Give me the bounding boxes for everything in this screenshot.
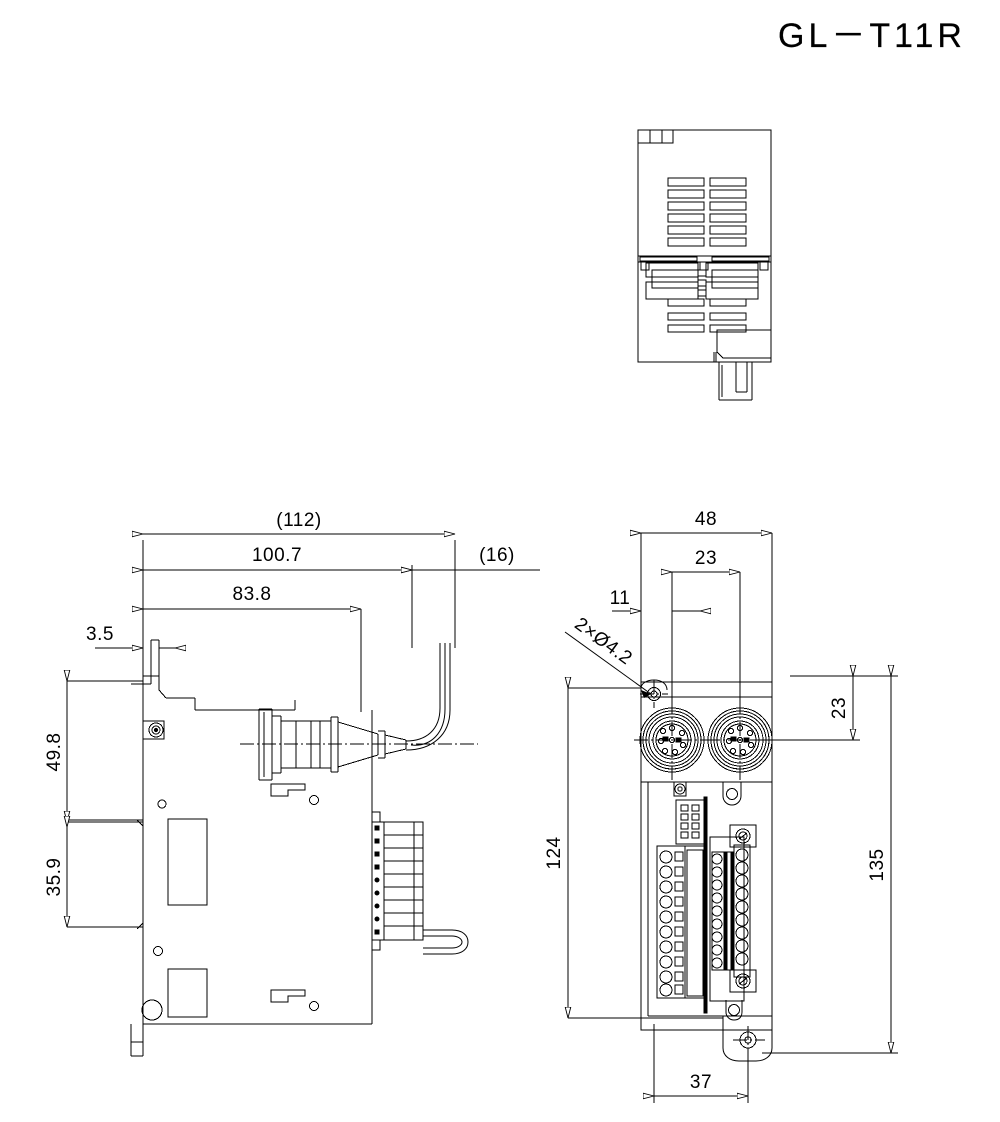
dim-side-3-5: 3.5 <box>86 624 114 645</box>
dim-side-35-9: 35.9 <box>44 858 65 897</box>
top-view-group <box>637 129 772 401</box>
dim-side-overall-112: (112) <box>276 510 321 531</box>
dim-front-23-top: 23 <box>695 548 717 569</box>
side-view-dimensions: (112) 100.7 (16) 83.8 3.5 49.8 35.9 <box>44 510 540 927</box>
side-view-group <box>66 639 478 1057</box>
front-view-group <box>634 679 778 1062</box>
dim-front-48: 48 <box>695 509 717 530</box>
dim-front-37: 37 <box>690 1072 712 1093</box>
dim-front-hole-callout: 2×Ø4.2 <box>570 614 636 670</box>
dim-side-100-7: 100.7 <box>252 545 302 566</box>
left-terminal-strip-rows <box>659 850 684 997</box>
front-view-dimensions: 48 23 11 2×Ø4.2 23 124 <box>544 509 898 1103</box>
page-title: GL－T11R <box>778 17 966 55</box>
dim-side-83-8: 83.8 <box>233 584 272 605</box>
right-terminal-rows-right <box>735 848 749 966</box>
right-terminal-rows-left <box>711 853 723 969</box>
dim-front-23-right: 23 <box>829 697 850 719</box>
dim-front-124: 124 <box>544 836 565 869</box>
dim-front-135: 135 <box>867 848 888 881</box>
dim-side-49-8: 49.8 <box>44 733 65 772</box>
dim-front-11: 11 <box>610 588 631 609</box>
dim-side-bend-16: (16) <box>479 545 515 566</box>
